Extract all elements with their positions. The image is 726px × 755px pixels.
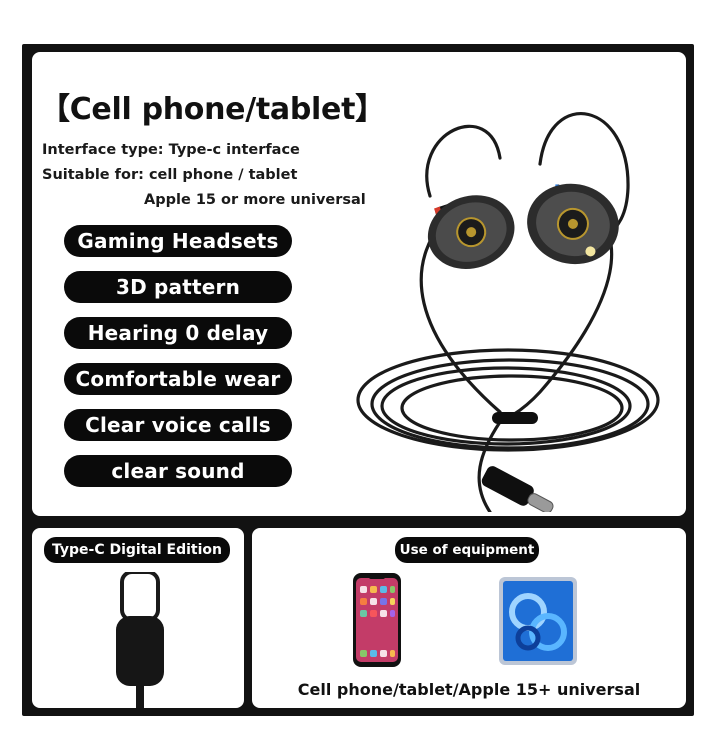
page-title: 【Cell phone/tablet】	[40, 92, 385, 127]
feature-pill: Hearing 0 delay	[64, 317, 292, 349]
apple-compat-text: Apple 15 or more universal	[144, 192, 366, 208]
feature-pill: Gaming Headsets	[64, 225, 292, 257]
feature-pill: 3D pattern	[64, 271, 292, 303]
suitable-for-text: Suitable for: cell phone / tablet	[42, 167, 298, 183]
equipment-panel: Use of equipment Cell phone/tablet/Apple…	[252, 528, 686, 708]
main-panel: 【Cell phone/tablet】 Interface type: Type…	[32, 52, 686, 516]
earphones-product-image	[356, 112, 660, 512]
feature-pill: Comfortable wear	[64, 363, 292, 395]
type-c-panel: Type-C Digital Edition	[32, 528, 244, 708]
equipment-badge: Use of equipment	[395, 537, 539, 563]
type-c-badge: Type-C Digital Edition	[44, 537, 230, 563]
phone-image	[353, 573, 401, 667]
interface-type-text: Interface type: Type-c interface	[42, 142, 300, 158]
equipment-caption: Cell phone/tablet/Apple 15+ universal	[297, 680, 641, 699]
usb-c-connector-icon	[116, 572, 164, 708]
feature-pill: clear sound	[64, 455, 292, 487]
tablet-image	[499, 577, 577, 665]
feature-pill: Clear voice calls	[64, 409, 292, 441]
